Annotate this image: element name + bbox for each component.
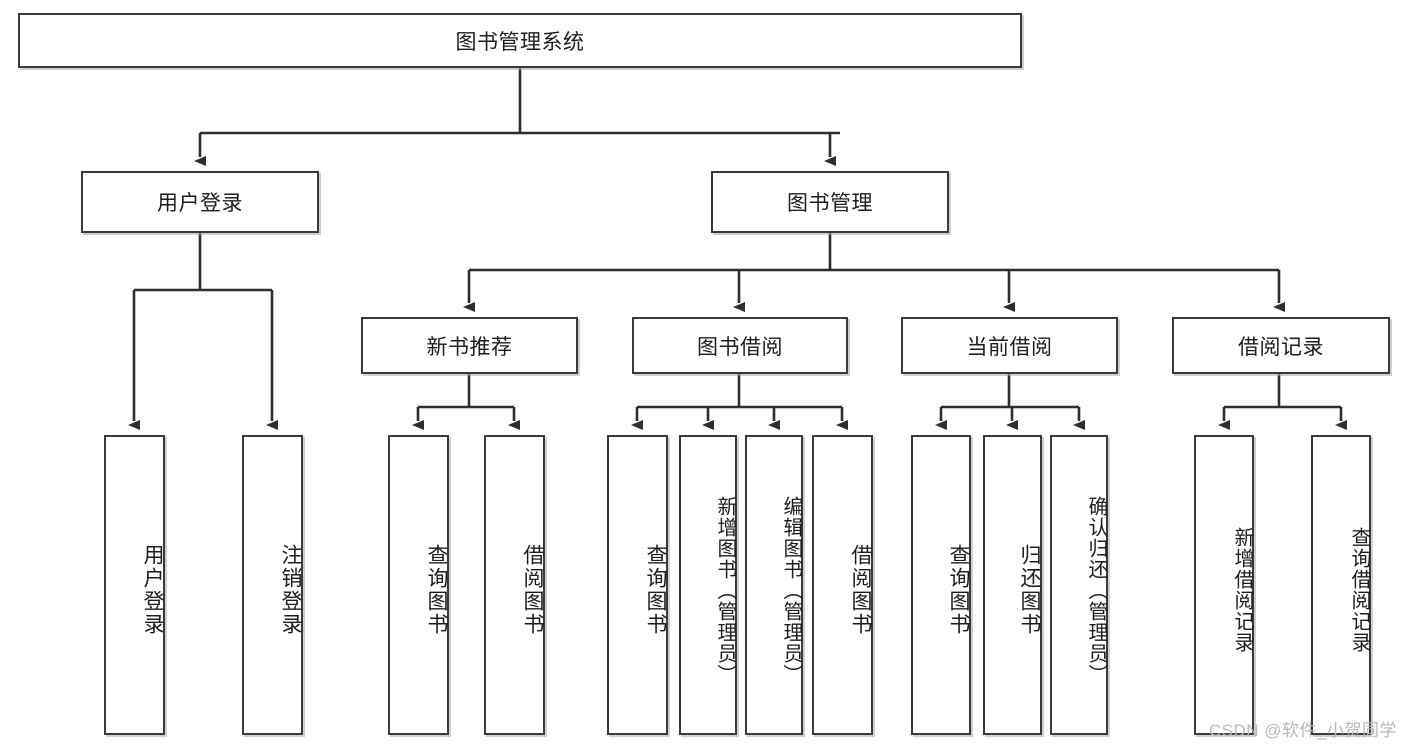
node-borrow-records[interactable]: 借阅记录 xyxy=(1172,317,1390,374)
leaf-edit-book-admin[interactable]: 编辑图书（管理员） xyxy=(745,435,803,735)
leaf-logout[interactable]: 注销登录 xyxy=(242,435,303,735)
leaf-query-books-borrow[interactable]: 查询图书 xyxy=(607,435,668,735)
leaf-user-login[interactable]: 用户登录 xyxy=(104,435,165,735)
leaf-return-books[interactable]: 归还图书 xyxy=(983,435,1042,735)
leaf-add-borrow-record[interactable]: 新增借阅记录 xyxy=(1194,435,1254,735)
node-book-borrowing[interactable]: 图书借阅 xyxy=(632,317,848,374)
csdn-watermark: CSDN @软件_小贺同学 xyxy=(1208,721,1397,740)
leaf-add-book-admin[interactable]: 新增图书（管理员） xyxy=(679,435,737,735)
node-book-management[interactable]: 图书管理 xyxy=(711,171,949,233)
node-current-borrowing[interactable]: 当前借阅 xyxy=(901,317,1118,374)
node-new-book-recommend[interactable]: 新书推荐 xyxy=(361,317,578,374)
leaf-query-borrow-record[interactable]: 查询借阅记录 xyxy=(1311,435,1371,735)
node-root[interactable]: 图书管理系统 xyxy=(18,13,1022,68)
leaf-query-books-current[interactable]: 查询图书 xyxy=(911,435,971,735)
leaf-query-books-rec[interactable]: 查询图书 xyxy=(388,435,449,735)
node-user-login[interactable]: 用户登录 xyxy=(81,171,319,233)
leaf-borrow-books-rec[interactable]: 借阅图书 xyxy=(484,435,545,735)
leaf-borrow-books[interactable]: 借阅图书 xyxy=(812,435,873,735)
leaf-confirm-return-admin[interactable]: 确认归还（管理员） xyxy=(1050,435,1108,735)
